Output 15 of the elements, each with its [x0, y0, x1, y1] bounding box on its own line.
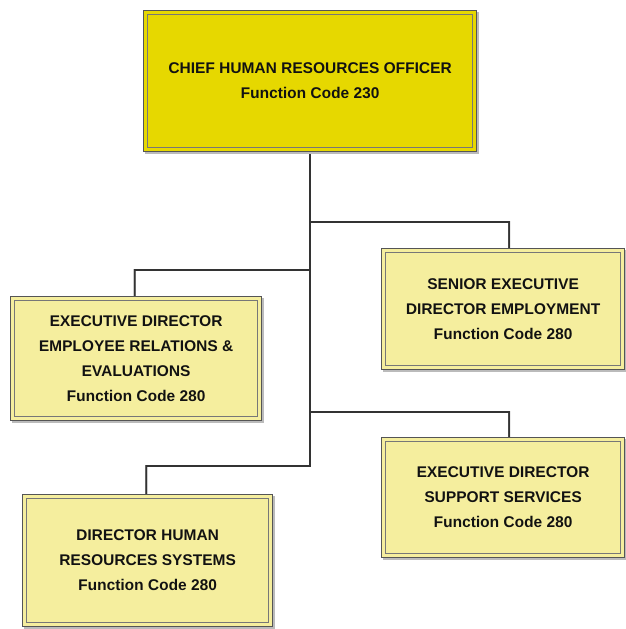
function-code: Function Code 280 — [66, 386, 206, 406]
org-box — [22, 494, 273, 627]
function-code: Function Code 280 — [432, 513, 574, 533]
org-box — [381, 437, 625, 558]
function-code: Function Code 230 — [240, 84, 380, 104]
org-box — [143, 10, 477, 152]
function-code: Function Code 280 — [432, 324, 574, 344]
org-box — [381, 248, 625, 370]
position-title: DIRECTOR HUMAN RESOURCES SYSTEMS — [58, 526, 237, 571]
function-code: Function Code 280 — [77, 576, 218, 596]
org-box — [10, 296, 262, 421]
position-title: EXECUTIVE DIRECTOR SUPPORT SERVICES — [416, 463, 590, 508]
position-title: EXECUTIVE DIRECTOR EMPLOYEE RELATIONS & EVALUATIONS — [38, 312, 234, 382]
position-title: CHIEF HUMAN RESOURCES OFFICER — [167, 59, 453, 79]
position-title: SENIOR EXECUTIVE DIRECTOR EMPLOYMENT — [404, 274, 602, 320]
